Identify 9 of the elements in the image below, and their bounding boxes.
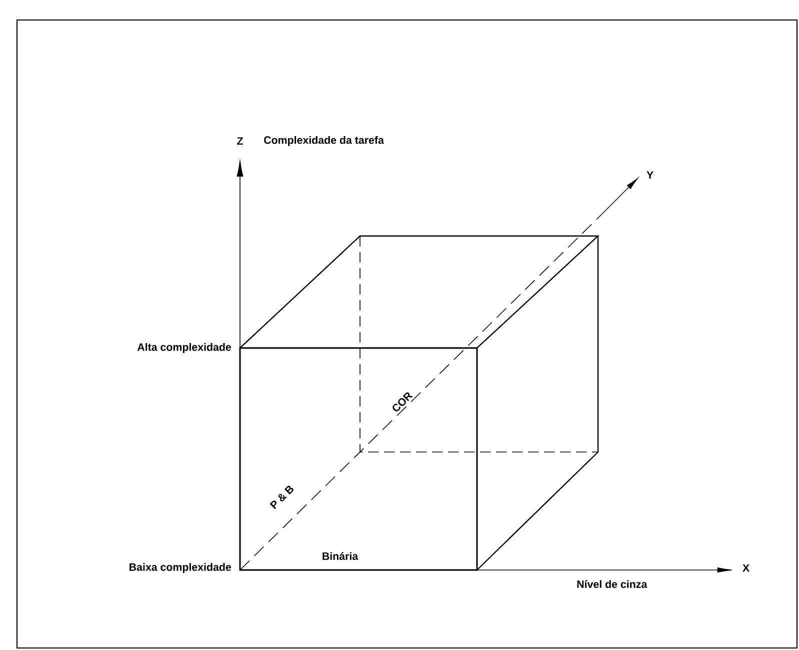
- region-label: Binária: [320, 550, 360, 562]
- axis-title: Nível de cinza: [575, 578, 648, 590]
- level-label: Baixa complexidade: [128, 562, 233, 574]
- axis-letter: Y: [645, 170, 655, 180]
- axis-title: Complexidade da tarefa: [262, 134, 386, 148]
- region-label: P & B: [267, 482, 297, 512]
- axis-letter: Z: [235, 136, 245, 146]
- axis-letter: X: [741, 563, 751, 573]
- level-label: Alta complexidade: [136, 342, 233, 354]
